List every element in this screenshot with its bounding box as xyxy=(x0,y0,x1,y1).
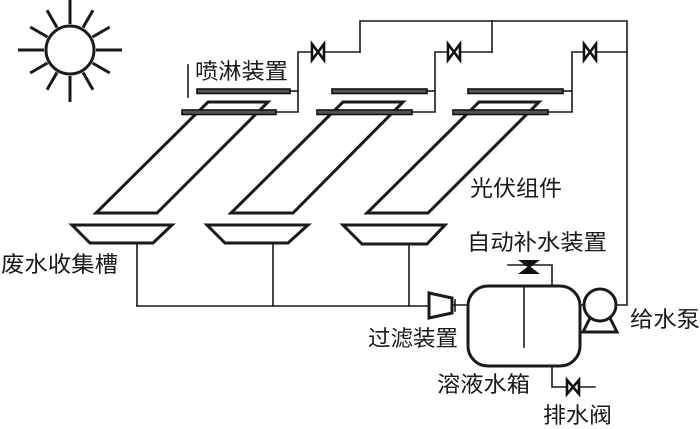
wastewater-troughs xyxy=(68,223,449,307)
pv-module-3 xyxy=(363,88,564,215)
spray-supply-piping xyxy=(275,20,628,306)
pump-icon xyxy=(580,287,620,334)
label-solution-tank: 溶液水箱 xyxy=(437,373,530,398)
main-supply-line xyxy=(359,20,628,306)
filter-icon xyxy=(427,291,454,320)
trough-1 xyxy=(68,223,176,245)
branch-3-line xyxy=(547,51,628,113)
sun-ray xyxy=(29,61,49,75)
pump-base xyxy=(580,317,620,334)
branch-2-line xyxy=(411,51,493,113)
label-feed-pump: 给水泵 xyxy=(630,308,700,333)
trough-3 xyxy=(339,223,449,246)
refill-valve-icon xyxy=(518,260,540,274)
gate-valve-icon xyxy=(582,40,598,64)
drain-valve-icon xyxy=(565,376,581,398)
spray-bar-upper xyxy=(331,88,428,95)
refill-line xyxy=(507,264,553,287)
label-spray-device: 喷淋装置 xyxy=(195,60,288,85)
spray-bar-lower xyxy=(452,109,549,116)
sun-icon xyxy=(18,0,122,102)
spray-bar-lower xyxy=(316,109,413,116)
sun-disc xyxy=(44,24,96,76)
label-pv-module: 光伏组件 xyxy=(470,177,562,202)
drain-line xyxy=(551,365,596,388)
spray-bar-upper xyxy=(196,88,291,95)
sun-ray xyxy=(29,25,49,39)
sun-ray xyxy=(81,9,95,29)
pv-panel xyxy=(363,100,543,215)
sun-ray xyxy=(91,61,111,75)
trough-2 xyxy=(203,223,312,245)
sun-rays xyxy=(18,0,122,102)
sun-ray xyxy=(45,9,59,29)
gate-valve-icon xyxy=(310,40,326,64)
label-wastewater-trough: 废水收集槽 xyxy=(1,253,118,278)
pump-casing xyxy=(582,287,618,323)
branch-1-line xyxy=(275,51,361,113)
sun-ray xyxy=(81,71,95,91)
pv-panel xyxy=(92,100,272,215)
label-filter-device: 过滤装置 xyxy=(368,327,458,352)
spray-bar-lower xyxy=(181,109,277,116)
sun-ray xyxy=(45,71,59,91)
pv-module-1 xyxy=(92,88,291,215)
label-drain-valve: 排水阀 xyxy=(543,404,612,429)
gate-valve-icon xyxy=(446,40,462,64)
pv-module-2 xyxy=(227,88,428,215)
spray-bar-upper xyxy=(467,88,564,95)
sun-ray xyxy=(91,25,111,39)
label-auto-refill: 自动补水装置 xyxy=(467,231,607,256)
pv-panel xyxy=(227,100,407,215)
